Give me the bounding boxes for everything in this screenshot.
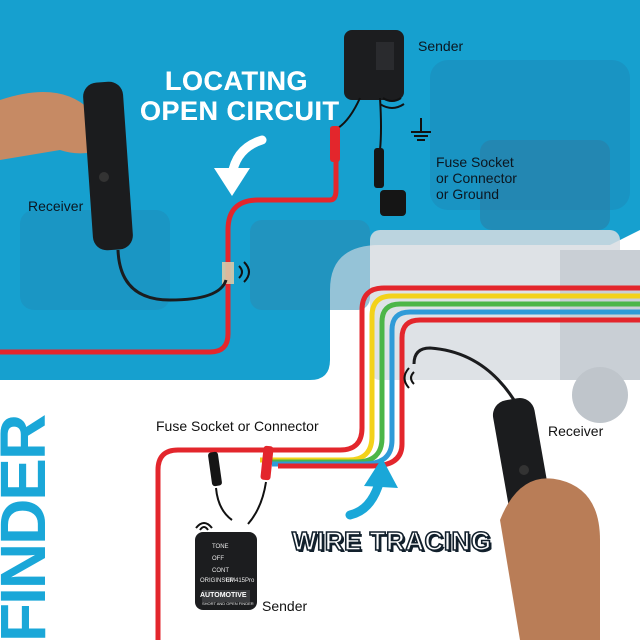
sender-brand: AUTOMOTIVE [200,592,247,599]
label-receiver-top: Receiver [28,198,84,214]
label-fuse-top-line-2: or Connector [436,170,517,186]
arrow-down-icon [214,168,250,196]
receiver-device-top [83,81,133,251]
trace-wire-blue [272,309,640,467]
sender-switch-cont: CONT [212,568,229,574]
arrow-up-icon [364,458,398,488]
label-fuse-top-line-3: or Ground [436,186,500,202]
headline-line-2: OPEN CIRCUIT [140,96,340,126]
sender-sub: SHORT AND OPEN FINDER [202,601,254,606]
hand-bottom [500,478,600,640]
trace-wire-green [266,301,640,465]
headline-line-1: LOCATING [165,66,308,96]
label-fuse-bottom: Fuse Socket or Connector [156,418,319,434]
label-receiver-bottom: Receiver [548,423,604,439]
label-fuse-top: Fuse Socket or Connector or Ground [436,154,517,202]
trace-wire-red-outer [155,285,640,640]
label-sender-bottom: Sender [262,598,308,614]
sender-model: EM415Pro [226,578,255,584]
sender-device-top [344,30,404,100]
open-circuit-wire [0,150,339,355]
label-sender-top: Sender [418,38,464,54]
sender-maker: ORIGINSUP [200,578,234,584]
sender-switch-tone: TONE [212,544,229,550]
headline-wire-tracing: WIRE TRACING [291,525,492,557]
trace-wire-yellow [260,293,640,463]
sender-switch-off: OFF [212,556,224,562]
side-word-finder: FINDER [0,415,59,640]
label-fuse-top-line-1: Fuse Socket [436,154,514,170]
